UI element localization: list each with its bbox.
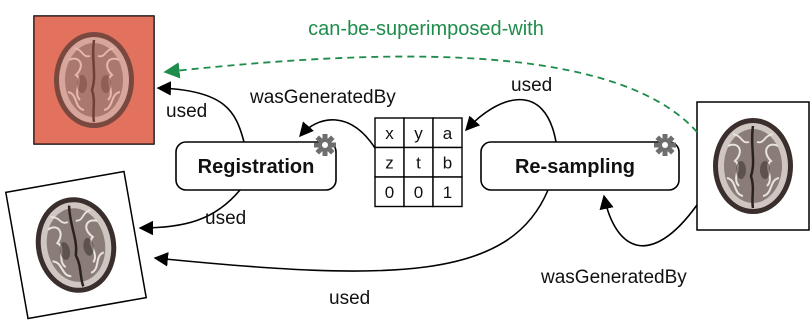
brain-scan-icon [711, 116, 795, 216]
resampling-process: Re-sampling [480, 134, 680, 191]
edge-reg-used-target [138, 189, 241, 236]
edge-label-reg-used-source: used [166, 101, 207, 122]
matrix-cell: b [443, 153, 452, 172]
edge-label-resamp-generated: wasGeneratedBy [540, 267, 687, 288]
registered-image [4, 170, 148, 320]
target-image [696, 101, 810, 231]
edge-resamp-used-input [153, 189, 549, 272]
relation-label: can-be-superimposed-with [308, 18, 544, 40]
edge-reg-used-source [156, 81, 245, 143]
transform-matrix: x y a z t b 0 0 1 [374, 117, 463, 208]
matrix-cell-box [403, 176, 434, 208]
matrix-cell-box [374, 176, 405, 208]
edge-label-reg-used-target: used [205, 208, 246, 229]
edge-matrix-generated-by-registration [299, 119, 376, 149]
matrix-cell-box [432, 146, 463, 178]
edge-label-resamp-used-matrix: used [511, 75, 552, 96]
matrix-cell: 0 [414, 183, 423, 202]
matrix-cell: x [385, 124, 394, 143]
matrix-cell: y [414, 124, 423, 143]
edge-label-resamp-used-input: used [329, 288, 370, 309]
registration-label: Registration [198, 156, 315, 178]
registration-process: Registration [175, 134, 337, 191]
edge-can-be-superimposed-with [163, 55, 698, 133]
resampling-label: Re-sampling [515, 156, 635, 178]
gear-icon [654, 134, 676, 156]
edge-resamp-used-matrix [465, 98, 557, 143]
matrix-cell: t [416, 153, 421, 172]
matrix-cell: z [385, 153, 394, 172]
gear-icon [314, 134, 336, 156]
matrix-cell: a [443, 124, 453, 143]
edge-label-reg-generated: wasGeneratedBy [249, 87, 396, 108]
edge-output-generated-by-resampling [599, 194, 698, 247]
source-image-highlighted [33, 15, 155, 145]
matrix-cell: 1 [443, 183, 452, 202]
matrix-cell-box [432, 176, 463, 208]
matrix-cell: 0 [385, 183, 394, 202]
